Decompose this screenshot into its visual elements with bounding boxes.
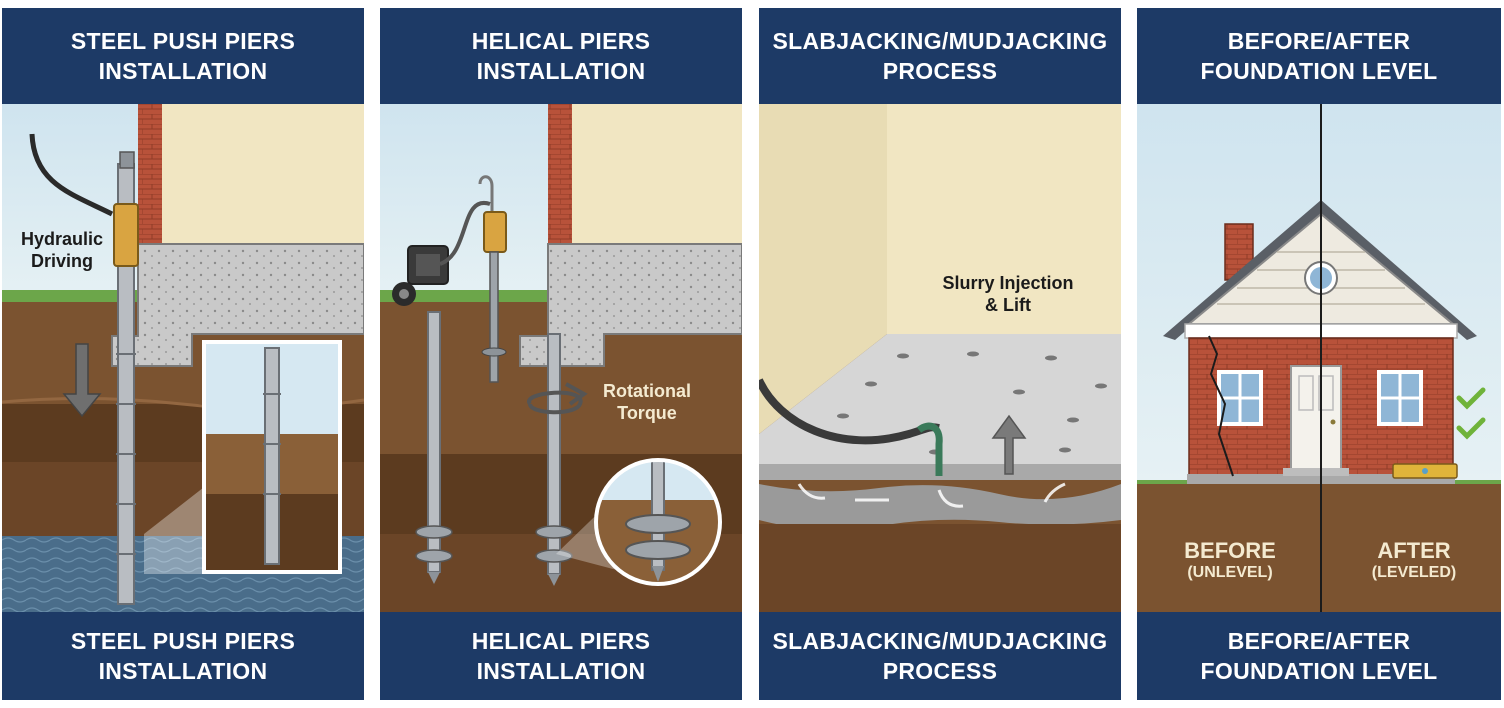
before-label: BEFORE (UNLEVEL) — [1165, 540, 1295, 584]
after-label: AFTER (LEVELED) — [1349, 540, 1479, 584]
callout-line-2: Torque — [617, 403, 677, 423]
callout-line-2: & Lift — [985, 295, 1031, 315]
slabjacking-illustration: Slurry Injection & Lift — [759, 104, 1121, 612]
panel-title-line-2: INSTALLATION — [476, 58, 646, 84]
steel-push-pier-illustration: Hydraulic Driving — [2, 104, 364, 612]
helical-pier-illustration: Rotational Torque — [380, 104, 742, 612]
panel-caption-line-1: STEEL PUSH PIERS — [70, 628, 296, 654]
callout-hydraulic-driving: Hydraulic Driving — [12, 228, 112, 272]
callout-line-1: Hydraulic — [20, 229, 104, 249]
after-subtitle: (LEVELED) — [1371, 564, 1457, 581]
panel-slabjacking: SLABJACKING/MUDJACKING PROCESS — [759, 8, 1121, 700]
callout-line-1: Slurry Injection — [942, 273, 1074, 293]
panel-caption-line-1: BEFORE/AFTER — [1227, 628, 1411, 654]
callout-line-2: Driving — [30, 251, 93, 271]
panel-caption-line-1: HELICAL PIERS — [471, 628, 651, 654]
panel-caption-line-2: PROCESS — [882, 658, 998, 684]
panel-caption: HELICAL PIERS INSTALLATION — [380, 612, 742, 700]
panel-caption: BEFORE/AFTER FOUNDATION LEVEL — [1137, 612, 1501, 700]
panel-caption-line-2: FOUNDATION LEVEL — [1200, 658, 1438, 684]
panel-caption: STEEL PUSH PIERS INSTALLATION — [2, 612, 364, 700]
panel-title-line-1: STEEL PUSH PIERS — [70, 28, 296, 54]
callout-slurry-injection: Slurry Injection & Lift — [927, 272, 1089, 316]
panel-title: STEEL PUSH PIERS INSTALLATION — [2, 8, 364, 104]
callout-line-1: Rotational — [603, 381, 691, 401]
panel-caption-line-2: INSTALLATION — [476, 658, 646, 684]
panel-title: HELICAL PIERS INSTALLATION — [380, 8, 742, 104]
panel-title: BEFORE/AFTER FOUNDATION LEVEL — [1137, 8, 1501, 104]
panel-title-line-1: HELICAL PIERS — [471, 28, 651, 54]
panel-steel-push-piers: STEEL PUSH PIERS INSTALLATION — [2, 8, 364, 700]
panel-before-after: BEFORE/AFTER FOUNDATION LEVEL — [1137, 8, 1501, 700]
panel-title-line-1: BEFORE/AFTER — [1227, 28, 1411, 54]
after-title: AFTER — [1377, 538, 1451, 563]
panel-title-line-2: INSTALLATION — [98, 58, 268, 84]
panel-helical-piers: HELICAL PIERS INSTALLATION — [380, 8, 742, 700]
panel-title-line-2: FOUNDATION LEVEL — [1200, 58, 1438, 84]
house-before-after-illustration: BEFORE (UNLEVEL) AFTER (LEVELED) — [1137, 104, 1501, 612]
callout-rotational-torque: Rotational Torque — [582, 380, 712, 424]
panel-title-line-1: SLABJACKING/MUDJACKING — [772, 28, 1108, 54]
panel-caption: SLABJACKING/MUDJACKING PROCESS — [759, 612, 1121, 700]
before-title: BEFORE — [1184, 538, 1276, 563]
panel-caption-line-1: SLABJACKING/MUDJACKING — [772, 628, 1108, 654]
before-subtitle: (UNLEVEL) — [1187, 564, 1273, 581]
panel-title-line-2: PROCESS — [882, 58, 998, 84]
panel-caption-line-2: INSTALLATION — [98, 658, 268, 684]
panel-title: SLABJACKING/MUDJACKING PROCESS — [759, 8, 1121, 104]
